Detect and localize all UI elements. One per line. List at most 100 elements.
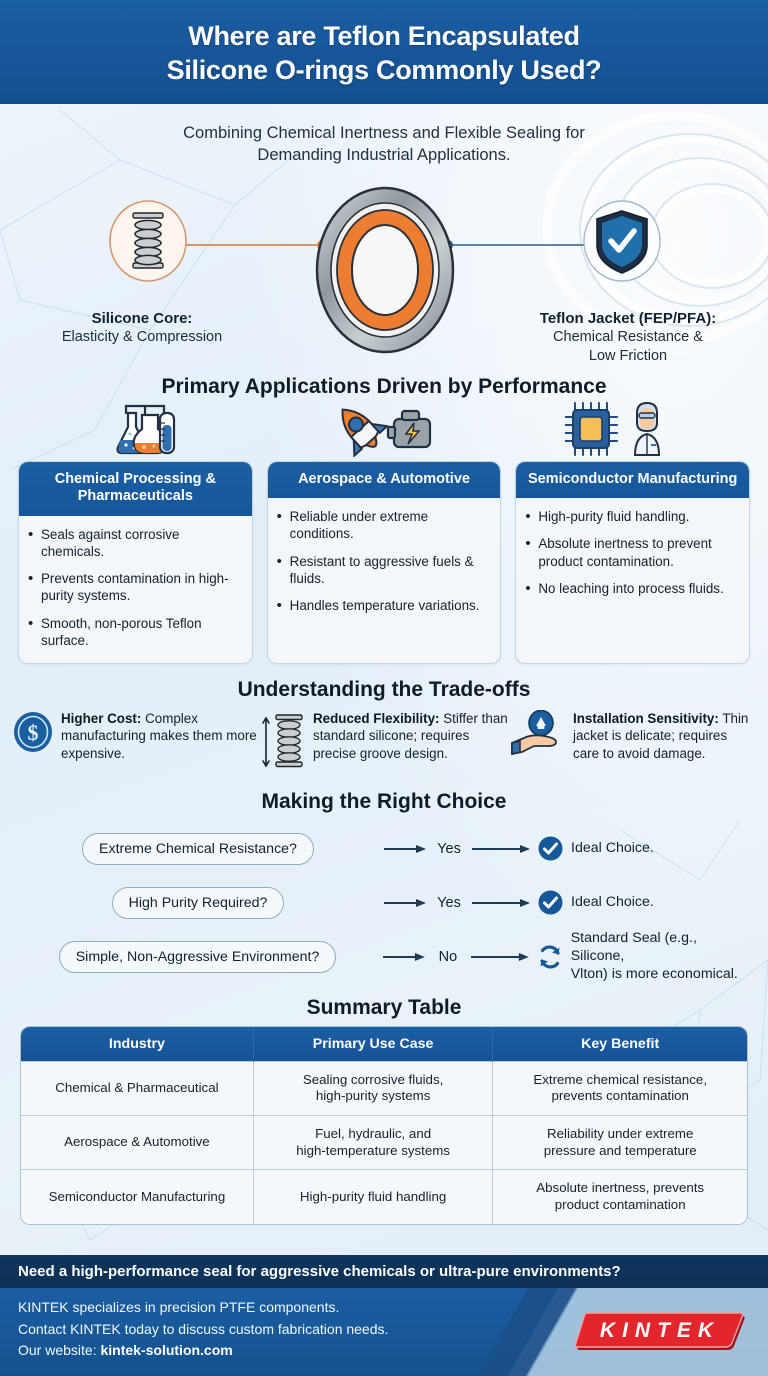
tradeoff-item: $ Higher Cost: Complex manufacturing mak… [12,710,260,772]
svg-text:$: $ [28,720,39,745]
decision-answer: Yes [437,840,461,857]
hero-right-desc-line1: Chemical Resistance & [553,329,703,346]
arrow-icon [470,952,529,961]
cell-line: high-temperature systems [296,1142,450,1158]
card-body: Seals against corrosive chemicals. Preve… [19,516,252,663]
arrow-icon [384,898,426,907]
decision-question[interactable]: Simple, Non-Aggressive Environment? [58,940,337,973]
table-row: Aerospace & Automotive Fuel, hydraulic, … [21,1115,747,1170]
tradeoff-item: Installation Sensitivity: Thin jacket is… [508,709,756,772]
page-header: Where are Teflon Encapsulated Silicone O… [0,0,768,104]
table-cell-benefit: Absolute inertness, prevents product con… [492,1169,747,1224]
card-title: Semiconductor Manufacturing [516,461,750,499]
hero-label-right: Teflon Jacket (FEP/PFA): Chemical Resist… [498,309,758,367]
svg-text:KINTEK: KINTEK [600,1319,720,1342]
arrow-icon [472,844,530,853]
decision-answer: No [438,948,458,965]
summary-table-wrap: Industry Primary Use Case Key Benefit Ch… [20,1025,748,1225]
decision-question[interactable]: High Purity Required? [111,886,285,919]
check-circle-icon [538,890,563,915]
decision-result-line2: Vlton) is more economical. [570,965,738,982]
table-cell-industry: Aerospace & Automotive [21,1115,254,1170]
applications-section-title: Primary Applications Driven by Performan… [161,374,607,398]
footer-website-prefix: Our website: [18,1342,101,1359]
cell-line: prevents contamination [551,1088,689,1104]
decision-row: High Purity Required? Yes Ideal Choice. [14,876,754,930]
table-header-cell: Key Benefit [492,1026,747,1062]
table-header-row: Industry Primary Use Case Key Benefit [21,1026,747,1062]
cell-line: product contamination [554,1196,686,1212]
chemistry-flasks-icon [116,404,175,454]
decision-result-line1: Standard Seal (e.g., Silicone, [570,930,697,964]
card-bullet: Reliable under extreme conditions. [274,507,491,542]
tradeoff-desc: Complex manufacturing makes them more ex… [61,710,257,761]
summary-table: Industry Primary Use Case Key Benefit Ch… [21,1026,747,1224]
decision-row: Extreme Chemical Resistance? Yes Ideal C… [14,822,754,876]
cell-line: Absolute inertness, prevents [536,1180,705,1196]
page-footer: Need a high-performance seal for aggress… [0,1255,768,1376]
spring-compression-icon [262,714,303,768]
check-circle-icon [538,836,563,861]
table-cell-benefit: Reliability under extreme pressure and t… [492,1115,747,1170]
arrow-icon [384,844,426,853]
decision-result: Ideal Choice. [571,893,654,910]
tradeoffs-row: $ Higher Cost: Complex manufacturing mak… [0,702,768,772]
card-bullet: Prevents contamination in high-purity sy… [25,569,242,604]
decision-result: Ideal Choice. [571,839,654,856]
subtitle-line2: Demanding Industrial Applications. [257,146,511,165]
page-title-line1: Where are Teflon Encapsulated [188,21,580,52]
footer-website[interactable]: kintek-solution.com [100,1342,233,1359]
application-card: Aerospace & Automotive Reliable under ex… [266,460,502,664]
cell-line: Fuel, hydraulic, and [315,1126,432,1142]
refresh-cycle-icon [540,945,560,969]
cell-line: Reliability under extreme [547,1126,694,1142]
subtitle-line1: Combining Chemical Inertness and Flexibl… [183,124,585,142]
card-title: Chemical Processing & Pharmaceuticals [19,461,252,516]
hero-left-desc: Elasticity & Compression [61,329,223,346]
footer-banner-text: Need a high-performance seal for aggress… [18,1263,621,1280]
hand-care-icon [511,709,557,755]
card-bullet: No leaching into process fluids. [522,579,739,598]
application-card: Chemical Processing & Pharmaceuticals Se… [18,460,253,664]
application-cards: Chemical Processing & Pharmaceuticals Se… [0,460,768,664]
cell-line: Extreme chemical resistance, [533,1071,708,1087]
tradeoffs-section: Understanding the Trade-offs $ Higher Co… [0,678,768,772]
arrow-icon [472,898,530,907]
footer-banner: Need a high-performance seal for aggress… [0,1255,768,1288]
application-icons-row [0,399,768,461]
spring-coil-icon [109,199,187,282]
card-bullet: Smooth, non-porous Teflon surface. [25,614,242,649]
tradeoff-text: Installation Sensitivity: Thin jacket is… [573,710,756,762]
table-cell-benefit: Extreme chemical resistance, prevents co… [492,1060,747,1116]
hero-label-left: Silicone Core: Elasticity & Compression [18,309,266,348]
cell-line: Sealing corrosive fluids, [302,1071,444,1087]
decision-section-title: Making the Right Choice [261,789,507,813]
hero-diagram: Silicone Core: Elasticity & Compression … [0,173,768,373]
footer-line2: Contact KINTEK today to discuss custom f… [18,1320,389,1337]
footer-line3: Our website: kintek-solution.com [18,1340,768,1362]
table-header-cell: Primary Use Case [253,1026,494,1062]
tradeoffs-section-title: Understanding the Trade-offs [237,677,531,701]
decision-question[interactable]: Extreme Chemical Resistance? [82,832,314,865]
hero-left-title: Silicone Core: [91,309,193,327]
decision-answer: Yes [437,894,461,911]
subtitle: Combining Chemical Inertness and Flexibl… [0,122,768,167]
rocket-engine-icon-wrap [324,401,444,457]
card-body: High-purity fluid handling. Absolute ine… [516,498,749,611]
table-row: Chemical & Pharmaceutical Sealing corros… [21,1060,747,1116]
cell-line: High-purity fluid handling [299,1188,447,1204]
decision-flow: Extreme Chemical Resistance? Yes Ideal C… [0,822,768,984]
chip-technician-icon-wrap [557,401,677,457]
shield-check-icon [583,199,661,282]
card-bullet: Seals against corrosive chemicals. [25,525,242,560]
oring-cross-section-icon [315,186,455,353]
page-title-line2: Silicone O-rings Commonly Used? [166,55,602,85]
dollar-coin-icon: $ [14,711,52,752]
table-cell-industry: Semiconductor Manufacturing [21,1169,254,1224]
chemistry-flasks-icon-wrap [91,399,211,457]
arrow-icon [383,952,425,961]
decision-result: Standard Seal (e.g., Silicone, Vlton) is… [571,930,754,983]
summary-section: Summary Table Industry Primary Use Case … [0,996,768,1225]
cell-line: pressure and temperature [543,1142,697,1158]
